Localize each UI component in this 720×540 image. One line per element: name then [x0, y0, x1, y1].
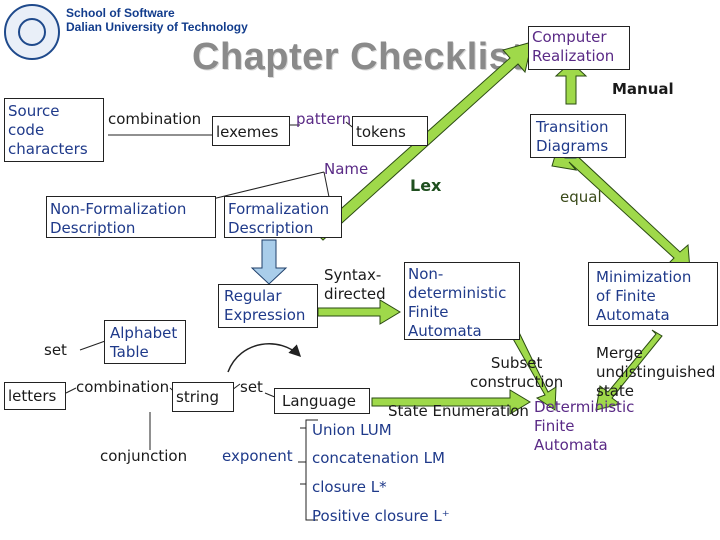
concatenation-label: concatenation LM	[312, 449, 445, 467]
arrow-transition-minimization	[551, 144, 691, 271]
alphabet-box	[104, 320, 186, 364]
exponent-label: exponent	[222, 447, 293, 465]
arrow-min-dfa	[595, 329, 663, 411]
arrow-formal-regex	[250, 239, 288, 285]
nfa-label: Non- deterministic Finite Automata	[408, 265, 507, 340]
line-name-nonformal	[199, 171, 325, 203]
arrow-nfa-dfa	[504, 319, 557, 411]
header-school: School of Software	[66, 6, 175, 20]
pattern-label: pattern	[296, 110, 352, 128]
regex-box	[218, 284, 318, 328]
language-operations-bracket	[298, 419, 318, 521]
lexemes-box	[212, 116, 290, 146]
string-label: string	[176, 388, 220, 406]
alphabet-label: Alphabet Table	[110, 324, 178, 361]
regex-label: Regular Expression	[224, 287, 306, 324]
manual-label: Manual	[612, 80, 674, 98]
header-university: Dalian University of Technology	[66, 20, 248, 34]
arrow-regex-nfa	[317, 299, 401, 325]
source-label: Source code characters	[8, 102, 88, 158]
formal-label: Formalization Description	[228, 200, 330, 237]
line-letters-combination	[65, 387, 77, 394]
string-box	[172, 382, 234, 412]
subset-construction-label: Subset construction	[470, 354, 564, 391]
page-title: Chapter Checklist	[192, 36, 524, 78]
lexemes-label: lexemes	[216, 123, 279, 141]
source-box	[4, 98, 104, 162]
language-box	[274, 388, 370, 414]
computer-realization-label: Computer Realization	[532, 28, 615, 65]
curved-arrow-string-regex	[227, 343, 302, 373]
positive-closure-label: Positive closure L⁺	[312, 507, 450, 525]
university-logo	[4, 4, 60, 60]
line-set-alphabet	[79, 339, 109, 351]
merge-label: Merge undistinguished state	[596, 344, 716, 400]
language-label: Language	[282, 392, 357, 410]
arrow-language-dfa	[371, 389, 531, 415]
set-label-1: set	[44, 341, 67, 359]
minimization-label: Minimization of Finite Automata	[596, 268, 692, 324]
transition-label: Transition Diagrams	[536, 118, 609, 155]
formal-box	[224, 196, 342, 238]
combination-label-1: combination	[108, 110, 202, 128]
dfa-label: Deterministic Finite Automata	[534, 398, 635, 454]
nonformal-label: Non-Formalization Description	[50, 200, 187, 237]
state-enumeration-label: State Enumeration	[388, 402, 529, 420]
union-label: Union LUM	[312, 421, 392, 439]
name-label: Name	[324, 160, 369, 178]
lex-label: Lex	[410, 176, 442, 195]
computer-realization-box	[528, 26, 630, 70]
conjunction-label: conjunction	[100, 447, 188, 465]
letters-label: letters	[8, 387, 57, 405]
tokens-box	[352, 116, 428, 146]
nonformal-box	[46, 196, 216, 238]
minimization-box	[588, 262, 718, 326]
nfa-box	[404, 262, 520, 340]
letters-box	[4, 382, 66, 410]
syntax-directed-label: Syntax- directed	[324, 266, 386, 303]
combination-label-2: combination	[76, 378, 170, 396]
closure-label: closure L*	[312, 478, 387, 496]
equal-label: equal	[560, 188, 602, 206]
tokens-label: tokens	[356, 123, 406, 141]
set-label-2: set	[240, 378, 263, 396]
transition-box	[530, 114, 626, 158]
